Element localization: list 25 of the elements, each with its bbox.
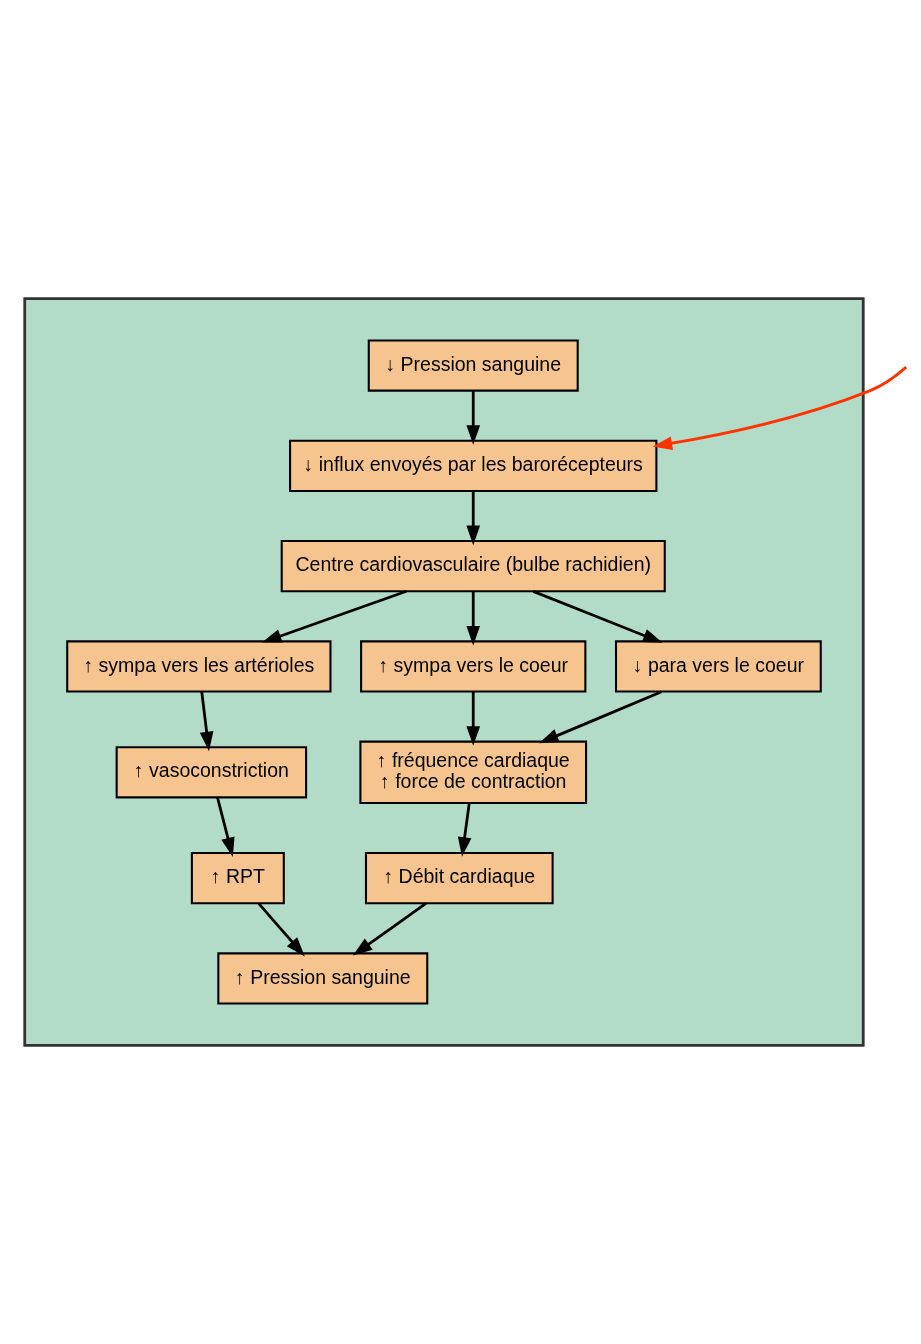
node-box: ↑ RPT — [190, 852, 285, 905]
arrow — [216, 797, 235, 858]
arrow — [466, 591, 481, 646]
cluster — [23, 297, 865, 1047]
node-box: ↓ para vers le coeur — [614, 640, 822, 693]
node-box: ↑ fréquence cardiaque ↑ force de contraction — [359, 740, 588, 804]
arrow — [466, 391, 481, 445]
arrow — [466, 491, 481, 546]
node-box: ↓ Pression sanguine — [367, 339, 579, 392]
node-box: ↑ Pression sanguine — [217, 952, 429, 1005]
arrow — [457, 802, 472, 857]
node-box: ↑ sympa vers le coeur — [360, 640, 587, 693]
node-box: ↑ Débit cardiaque — [364, 852, 554, 905]
arrow — [652, 366, 908, 451]
node-box: ↓ influx envoyés par les barorécepteurs — [289, 439, 658, 492]
arrow — [257, 902, 305, 957]
arrow — [352, 902, 427, 956]
arrow — [199, 691, 214, 752]
node-box: Centre cardiovasculaire (bulbe rachidien) — [280, 540, 666, 593]
node-box: ↑ sympa vers les artérioles — [66, 640, 332, 693]
node-box: ↑ vasoconstriction — [115, 746, 308, 799]
arrow — [466, 691, 481, 746]
arrow — [261, 589, 407, 643]
arrow — [539, 690, 663, 744]
arrow — [532, 590, 663, 643]
